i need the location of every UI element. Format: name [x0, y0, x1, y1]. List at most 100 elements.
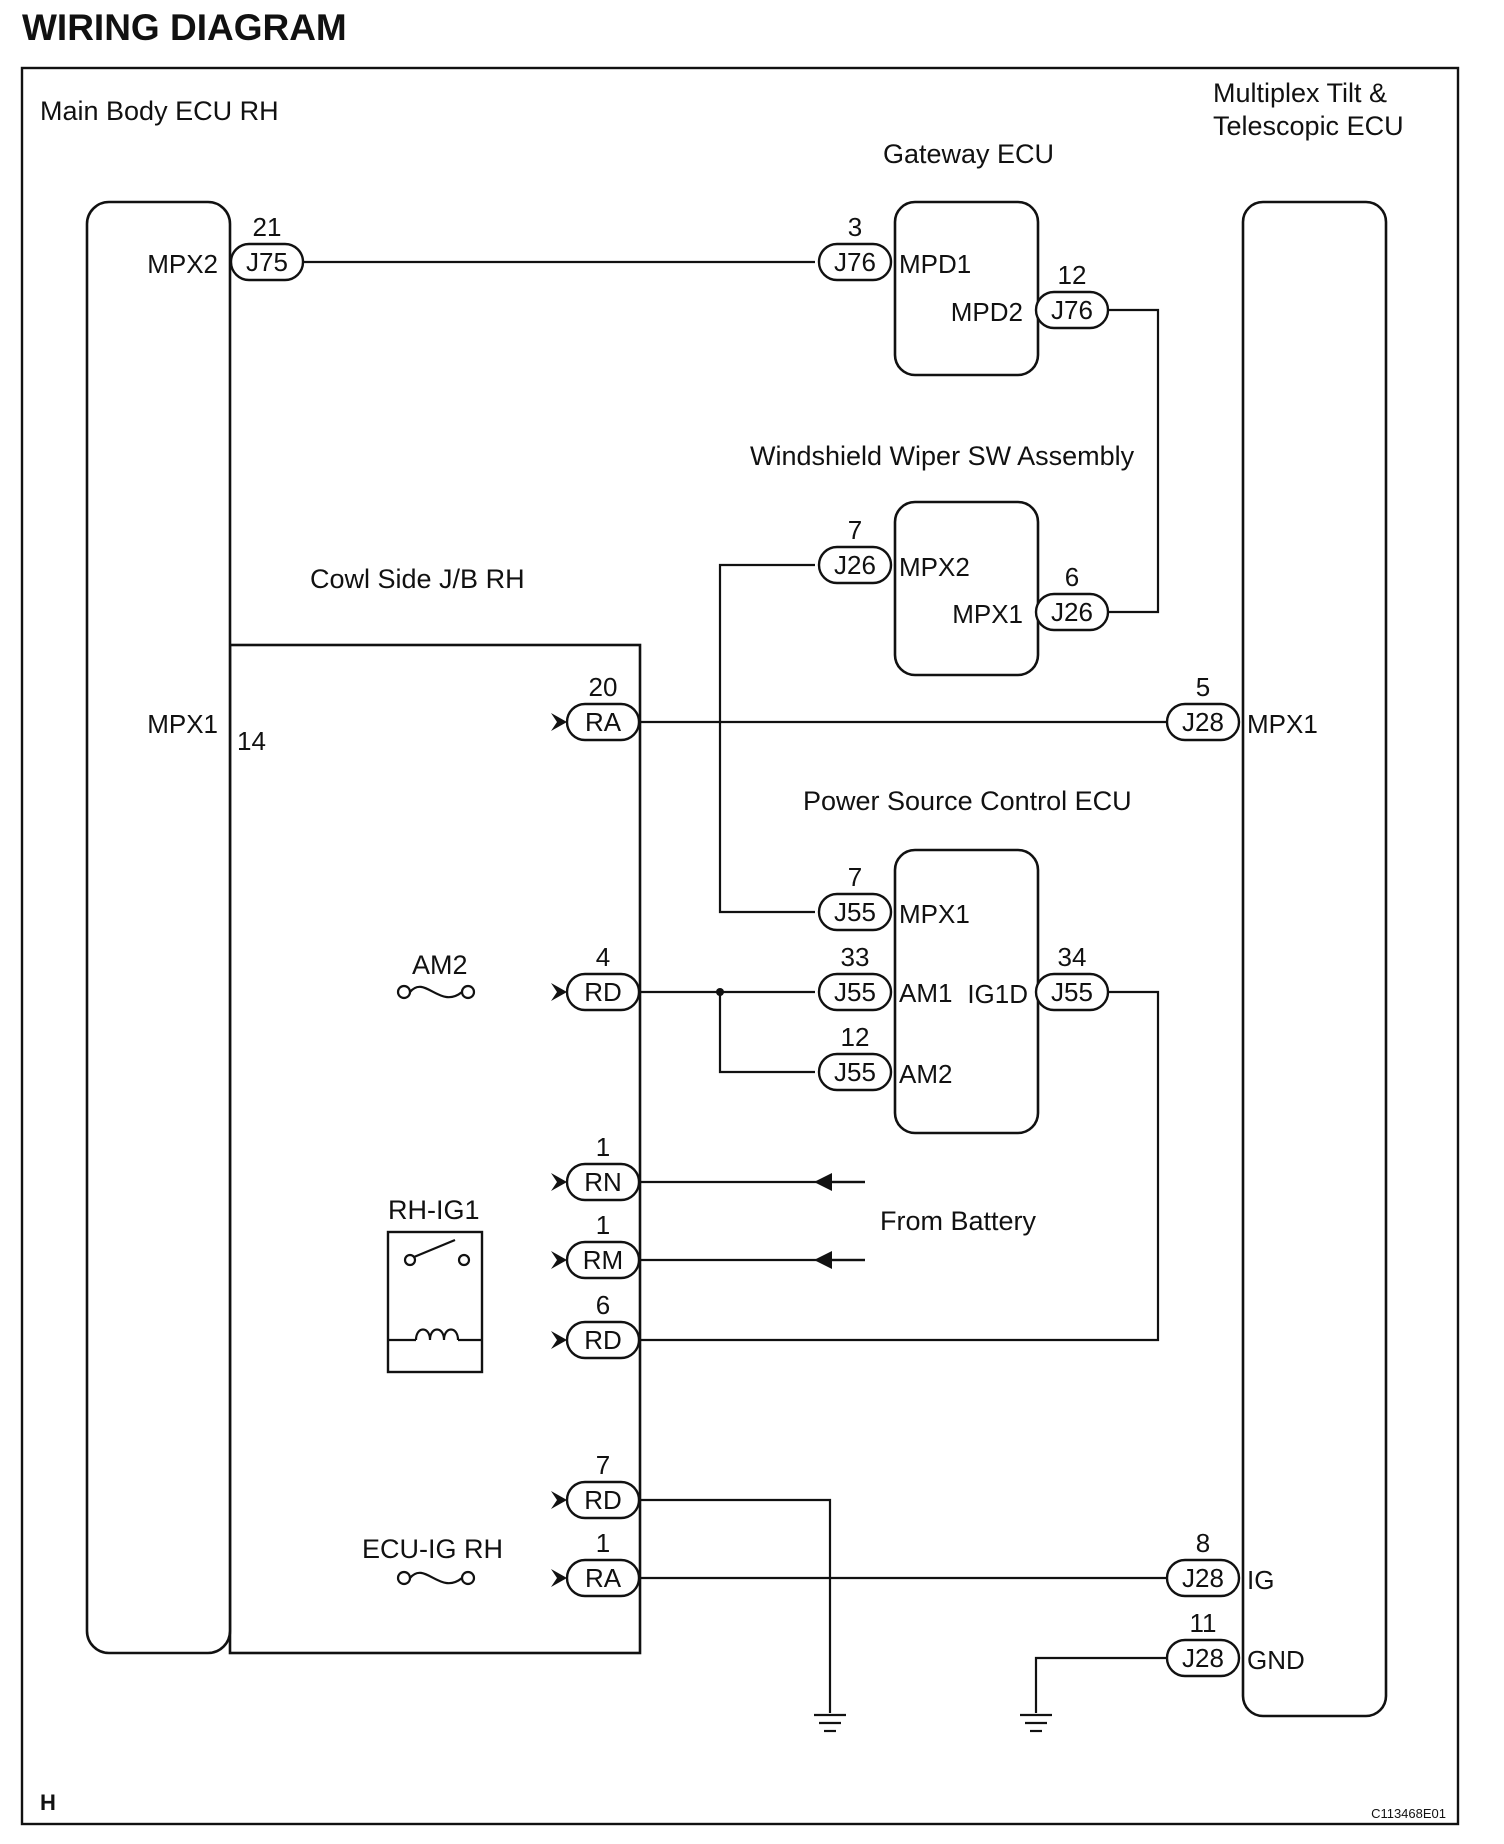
pin-number: 20 — [589, 672, 618, 702]
connector-arrow-icon — [551, 983, 567, 1001]
connector-id: J76 — [1051, 295, 1093, 325]
connector-id: J75 — [246, 247, 288, 277]
wiper-sw-label: Windshield Wiper SW Assembly — [750, 441, 1135, 471]
fuse-am2-icon — [396, 984, 476, 1000]
battery-arrow-icon — [814, 1173, 865, 1191]
pin-number: 14 — [237, 726, 266, 756]
relay-rh-ig1-icon — [386, 1230, 484, 1374]
connector-arrow-icon — [551, 1331, 567, 1349]
terminal-label: IG1D — [967, 979, 1028, 1009]
tilt-telescopic-ecu-box — [1241, 200, 1388, 1718]
pin-number: 11 — [1190, 1608, 1217, 1638]
connector-id: RM — [583, 1245, 623, 1275]
connector-id: RD — [584, 1325, 622, 1355]
connector-id: J55 — [834, 977, 876, 1007]
wiper-sw-box — [893, 500, 1040, 677]
connector-rd4: RD 4 — [551, 942, 641, 1012]
connector-id: J28 — [1182, 1643, 1224, 1673]
terminal-label: MPX1 — [952, 599, 1023, 629]
connector-id: RN — [584, 1167, 622, 1197]
connector-id: RA — [585, 707, 622, 737]
terminal-label: MPD1 — [899, 249, 971, 279]
connector-id: RD — [584, 1485, 622, 1515]
pin-number: 12 — [841, 1022, 870, 1052]
gateway-ecu-box — [893, 200, 1040, 377]
diagram-frame — [20, 66, 1460, 1826]
ground-symbol — [814, 1713, 846, 1733]
relay-rh-ig1-label: RH-IG1 — [388, 1195, 480, 1225]
cowl-jb-label: Cowl Side J/B RH — [310, 564, 525, 594]
pin-number: 4 — [596, 942, 610, 972]
connector-id: J28 — [1182, 707, 1224, 737]
connectors-layer: J7521J763J7612J267J266RA20J285J557RD4J55… — [229, 212, 1241, 1678]
battery-arrow-icon — [814, 1251, 865, 1269]
connector-id: J26 — [834, 550, 876, 580]
connector-id: J55 — [1051, 977, 1093, 1007]
connector-arrow-icon — [551, 1251, 567, 1269]
pin-number: 7 — [848, 515, 862, 545]
footer-marker: H — [40, 1790, 56, 1815]
terminal-label: AM1 — [899, 978, 952, 1008]
connector-id: J26 — [1051, 597, 1093, 627]
connector-id: RA — [585, 1563, 622, 1593]
terminal-label: AM2 — [899, 1059, 952, 1089]
connector-arrow-icon — [551, 1569, 567, 1587]
pin-number: 6 — [1065, 562, 1079, 592]
pin-number: 1 — [596, 1132, 610, 1162]
terminal-label: MPD2 — [951, 297, 1023, 327]
pin-number: 1 — [596, 1210, 610, 1240]
connector-ra20: RA 20 — [551, 672, 641, 742]
connector-id: J76 — [834, 247, 876, 277]
pin-number: 1 — [596, 1528, 610, 1558]
terminal-label: MPX1 — [899, 899, 970, 929]
connector-rd7: RD 7 — [551, 1450, 641, 1520]
fuse-am2-label: AM2 — [412, 950, 468, 980]
gateway-ecu-label: Gateway ECU — [883, 139, 1054, 169]
main-body-ecu-label: Main Body ECU RH — [40, 96, 279, 126]
fuse-ecu-ig-label: ECU-IG RH — [362, 1534, 503, 1564]
terminal-label: MPX1 — [1247, 709, 1318, 739]
ground-symbol — [1020, 1713, 1052, 1733]
terminal-label: GND — [1247, 1645, 1305, 1675]
terminal-label: MPX2 — [147, 249, 218, 279]
terminal-label: IG — [1247, 1565, 1274, 1595]
connector-ra1: RA 1 — [551, 1528, 641, 1598]
connector-id: J55 — [834, 897, 876, 927]
pin-number: 3 — [848, 212, 862, 242]
cowl-side-jb-box — [228, 643, 642, 1655]
pin-number: 6 — [596, 1290, 610, 1320]
tilt-ecu-label-line2: Telescopic ECU — [1213, 111, 1404, 141]
connector-id: J28 — [1182, 1563, 1224, 1593]
pin-number: 7 — [596, 1450, 610, 1480]
connector-id: RD — [584, 977, 622, 1007]
connector-rn1: RN 1 — [551, 1132, 641, 1202]
diagram-title: WIRING DIAGRAM — [22, 7, 347, 48]
main-body-ecu-box — [85, 200, 232, 1655]
from-battery-label: From Battery — [880, 1206, 1037, 1236]
connector-arrow-icon — [551, 1173, 567, 1191]
pin-number: 8 — [1196, 1528, 1210, 1558]
pin-number: 12 — [1058, 260, 1087, 290]
power-source-ecu-label: Power Source Control ECU — [803, 786, 1132, 816]
connector-arrow-icon — [551, 1491, 567, 1509]
terminal-label: MPX1 — [147, 709, 218, 739]
connector-id: J55 — [834, 1057, 876, 1087]
connector-arrow-icon — [551, 713, 567, 731]
fuse-ecu-ig-icon — [396, 1570, 476, 1586]
figure-code: C113468E01 — [1371, 1806, 1446, 1821]
tilt-ecu-label-line1: Multiplex Tilt & — [1213, 78, 1387, 108]
pin-number: 34 — [1058, 942, 1087, 972]
pin-number: 7 — [848, 862, 862, 892]
connector-rd6: RD 6 — [551, 1290, 641, 1360]
